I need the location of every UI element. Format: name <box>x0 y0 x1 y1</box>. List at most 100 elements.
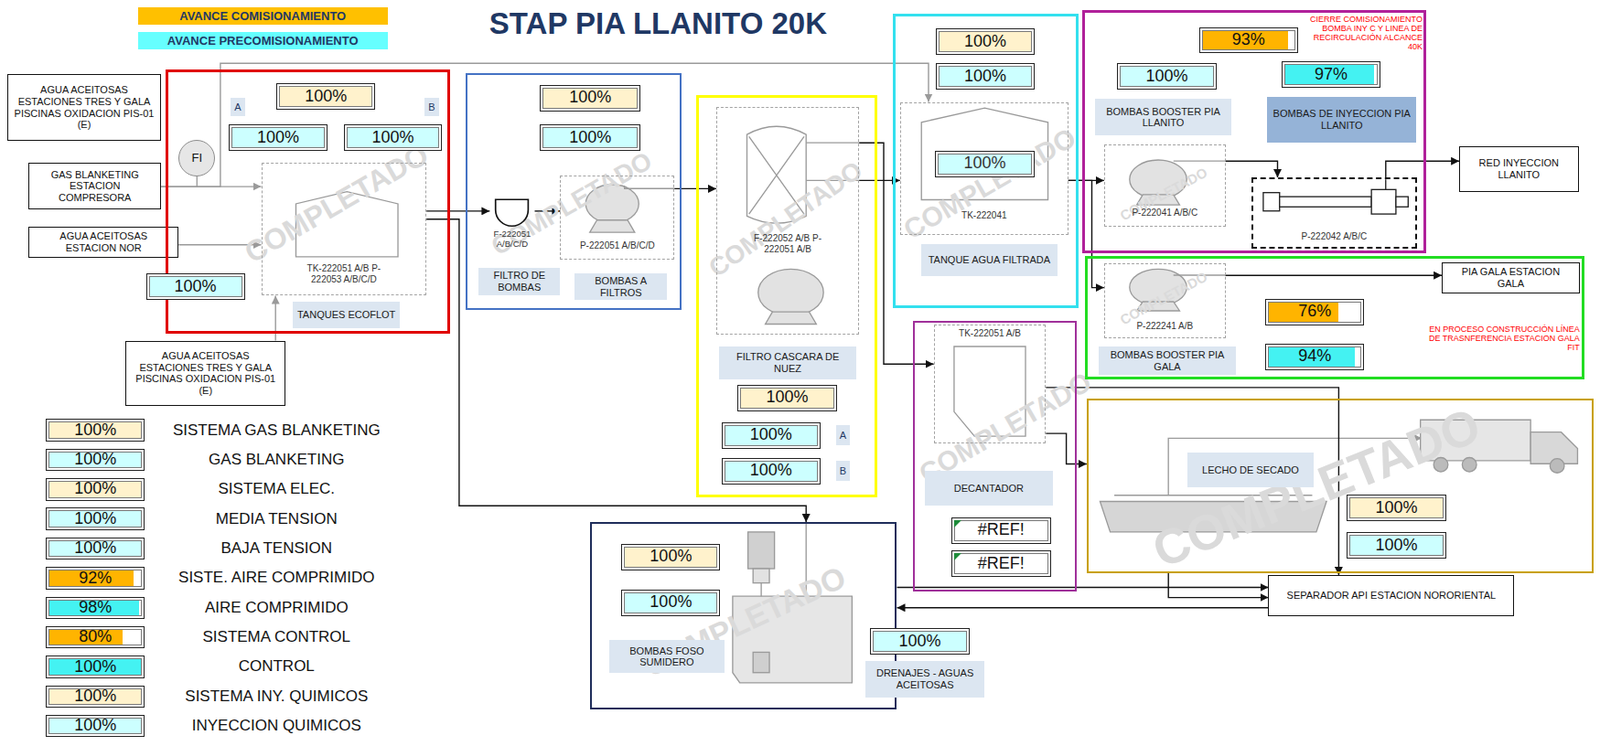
caption-text: DECANTADOR <box>954 483 1024 495</box>
equipment-tag: P-222241 A/B <box>1136 321 1193 333</box>
equipment-box: P-222042 A/B/C <box>1251 177 1418 249</box>
system-label: CONTROL <box>152 655 400 679</box>
flow-connector <box>426 210 490 212</box>
equipment-tag: TK-222051 A/B <box>958 328 1021 340</box>
group-caption: FILTRO CASCARA DE NUEZ <box>719 346 856 380</box>
caption-text: TANQUES ECOFLOT <box>297 309 396 322</box>
label-text: SISTEMA INY. QUIMICOS <box>184 687 368 707</box>
percent-value: 100% <box>569 128 612 148</box>
group-caption: DECANTADOR <box>924 471 1054 506</box>
illustration-part <box>1461 458 1477 473</box>
instrument-circle: FI <box>178 139 215 177</box>
caption-text: TANQUE AGUA FILTRADA <box>928 254 1051 267</box>
precommissioning-percent: 100% <box>1346 532 1446 559</box>
filter-shape <box>489 197 535 228</box>
precommissioning-percent: 100% <box>45 715 145 739</box>
illustration-part <box>196 176 198 187</box>
precommissioning-percent: 100% <box>1116 63 1216 90</box>
precommissioning-percent: 94% <box>1265 343 1364 371</box>
error-flag <box>954 520 962 528</box>
percent-value: 100% <box>1374 499 1418 518</box>
node-label: AGUA ACEITOSAS ESTACIONES TRES Y GALA PI… <box>12 84 156 131</box>
commissioning-percent: 100% <box>737 385 837 412</box>
illustration-part <box>752 652 770 673</box>
group-caption: LECHO DE SECADO <box>1187 452 1313 488</box>
system-label: AIRE COMPRIMIDO <box>152 597 400 621</box>
source-box: RED INYECCION LLANITO <box>1459 146 1579 193</box>
system-label: BAJA TENSION <box>152 537 400 561</box>
error-flag <box>954 553 962 561</box>
commissioning-percent: 100% <box>45 686 145 709</box>
legend-swatch: AVANCE COMISIONAMIENTO <box>138 7 388 25</box>
system-label: SISTEMA INY. QUIMICOS <box>152 686 400 709</box>
percent-value: 100% <box>174 278 217 297</box>
commissioning-percent: 92% <box>45 567 145 591</box>
percent-value: 100% <box>74 539 117 559</box>
group-caption: FILTRO DE BOMBAS <box>478 268 560 295</box>
label-text: MEDIA TENSION <box>215 510 338 529</box>
node-label: GAS BLANKETING ESTACION COMPRESORA <box>33 169 156 205</box>
legend-text: AVANCE COMISIONAMIENTO <box>179 9 346 23</box>
precommissioning-percent: 100% <box>539 124 641 151</box>
label-text: AIRE COMPRIMIDO <box>204 599 349 618</box>
equipment-tag: TK-222051 A/B P-222053 A/B/C/D <box>292 263 396 286</box>
commissioning-percent: 100% <box>45 478 145 502</box>
precommissioning-percent: 100% <box>45 507 145 531</box>
illustration-part <box>1371 189 1396 215</box>
label-text: EN PROCESO CONSTRUCCIÓN LÍNEA DE TRASNFE… <box>1424 324 1580 353</box>
precommissioning-percent: 97% <box>1281 61 1381 88</box>
group-caption: TANQUE AGUA FILTRADA <box>921 244 1057 278</box>
caption-text: BOMBAS A FILTROS <box>578 275 665 299</box>
percent-value: 100% <box>1374 536 1418 556</box>
caption-text: BOMBAS FOSO SUMIDERO <box>612 645 721 669</box>
error-cell: #REF! <box>951 550 1052 578</box>
area-frame: BOMBAS BOOSTER PIA GALA P-222241 A/B 76% 94… <box>1084 256 1586 380</box>
percent-value: 100% <box>964 32 1007 52</box>
equipment-box: P-222051 A/B/C/D <box>559 175 675 261</box>
illustration-part <box>748 532 775 570</box>
source-box: GAS BLANKETING ESTACION COMPRESORA <box>28 162 162 209</box>
equipment-tag: P-222041 A/B/C <box>1131 207 1198 219</box>
illustration-part <box>1263 193 1280 212</box>
commissioning-percent: 76% <box>1265 299 1364 326</box>
caption-text: BOMBAS BOOSTER PIA LLANITO <box>1098 106 1228 129</box>
system-label: SISTEMA CONTROL <box>152 626 400 650</box>
source-box: AGUA ACEITOSAS ESTACIONES TRES Y GALA PI… <box>7 74 162 141</box>
percent-value: 97% <box>1314 65 1348 85</box>
commissioning-percent: 100% <box>1346 494 1446 522</box>
label-text: BAJA TENSION <box>220 539 333 559</box>
label-text: B <box>428 101 435 113</box>
node-label: AGUA ACEITOSAS ESTACIONES TRES Y GALA PI… <box>130 350 280 398</box>
source-box: AGUA ACEITOSAS ESTACION NOR <box>28 226 179 259</box>
equipment-tag: P-222042 A/B/C <box>1301 231 1368 243</box>
flow-connector <box>1385 161 1460 178</box>
precommissioning-percent: 100% <box>721 422 821 450</box>
caption-text: BOMBAS DE INYECCION PIA LLANITO <box>1270 107 1413 131</box>
node-label: DRENAJES - AGUAS ACEITOSAS <box>869 667 982 691</box>
group-caption: BOMBAS BOOSTER PIA GALA <box>1098 346 1235 376</box>
label-text: B <box>839 465 847 477</box>
flow-connector <box>1168 573 1268 599</box>
train-tag: A <box>230 97 246 117</box>
commissioning-percent: 100% <box>276 83 376 110</box>
illustration-part <box>590 220 635 233</box>
commissioning-percent: 100% <box>539 85 641 112</box>
percent-value: 100% <box>304 87 347 107</box>
precommissioning-percent: 100% <box>45 449 145 473</box>
percent-value: 98% <box>78 599 112 618</box>
label-text: A <box>234 101 241 113</box>
percent-value: 100% <box>766 388 809 408</box>
commissioning-percent: 100% <box>621 544 720 571</box>
precommissioning-percent: 100% <box>45 655 145 679</box>
group-caption: BOMBAS FOSO SUMIDERO <box>609 640 725 674</box>
label-text: CONTROL <box>238 657 315 677</box>
precommissioning-percent: 100% <box>621 590 720 617</box>
equipment-box: F-222052 A/B P-222051 A/B <box>716 107 860 335</box>
label-text: A <box>839 429 847 441</box>
percent-value: 76% <box>1298 302 1332 322</box>
percent-value: 100% <box>74 480 117 499</box>
area-frame: BOMBAS FOSO SUMIDERO 100% 100% <box>590 522 898 710</box>
percent-value: 100% <box>750 461 793 481</box>
area-frame: FILTRO DE BOMBAS BOMBAS A FILTROS 100% 100%… <box>465 73 682 311</box>
percent-value: 100% <box>649 547 692 567</box>
